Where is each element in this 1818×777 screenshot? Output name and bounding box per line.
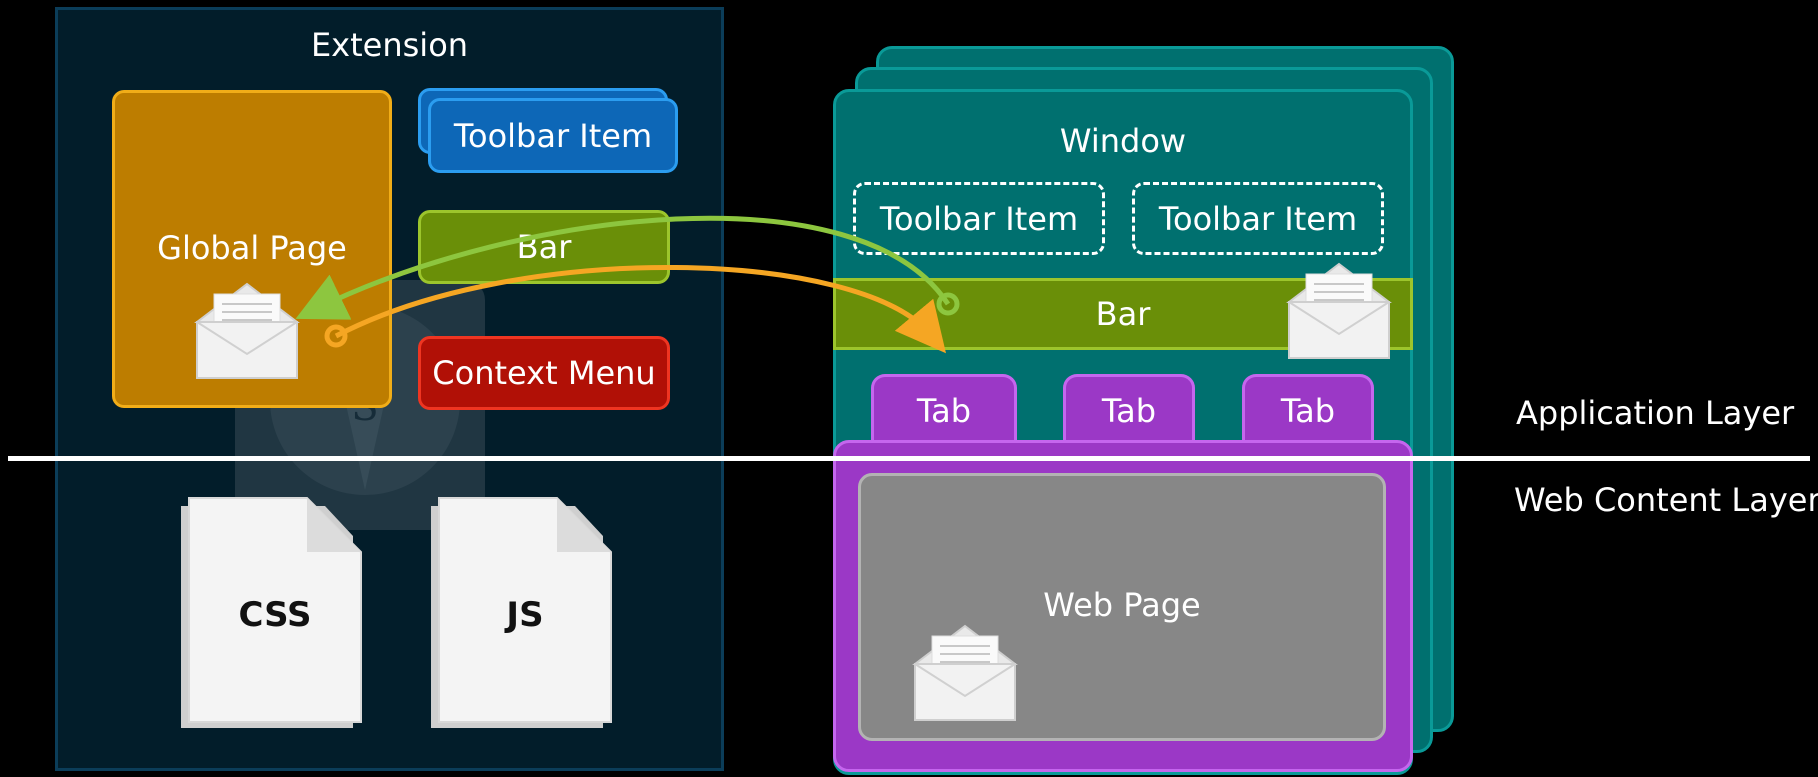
window-toolbar-item[interactable]: Toolbar Item	[1132, 182, 1384, 255]
tab[interactable]: Tab	[871, 374, 1017, 444]
tab[interactable]: Tab	[1063, 374, 1195, 444]
js-label: JS	[506, 595, 544, 635]
envelope-icon	[912, 624, 1018, 721]
css-label: CSS	[238, 595, 312, 635]
web-page[interactable]	[858, 473, 1386, 741]
context-menu[interactable]: Context Menu	[418, 336, 670, 410]
window-title: Window	[1059, 122, 1187, 160]
extension-toolbar-item[interactable]: Toolbar Item	[428, 98, 678, 173]
layer-divider	[8, 456, 1810, 461]
envelope-icon	[194, 282, 300, 379]
tab[interactable]: Tab	[1242, 374, 1374, 444]
css-document-icon	[181, 497, 362, 728]
web-page-label: Web Page	[1043, 586, 1201, 624]
global-page-label: Global Page	[157, 229, 347, 267]
js-document-icon	[431, 497, 612, 728]
envelope-icon	[1286, 262, 1392, 359]
web-content-layer-label: Web Content Layer	[1514, 481, 1818, 519]
application-layer-label: Application Layer	[1516, 394, 1795, 432]
window-toolbar-item[interactable]: Toolbar Item	[853, 182, 1105, 255]
extension-bar[interactable]: Bar	[418, 210, 670, 284]
extension-title: Extension	[310, 26, 469, 64]
